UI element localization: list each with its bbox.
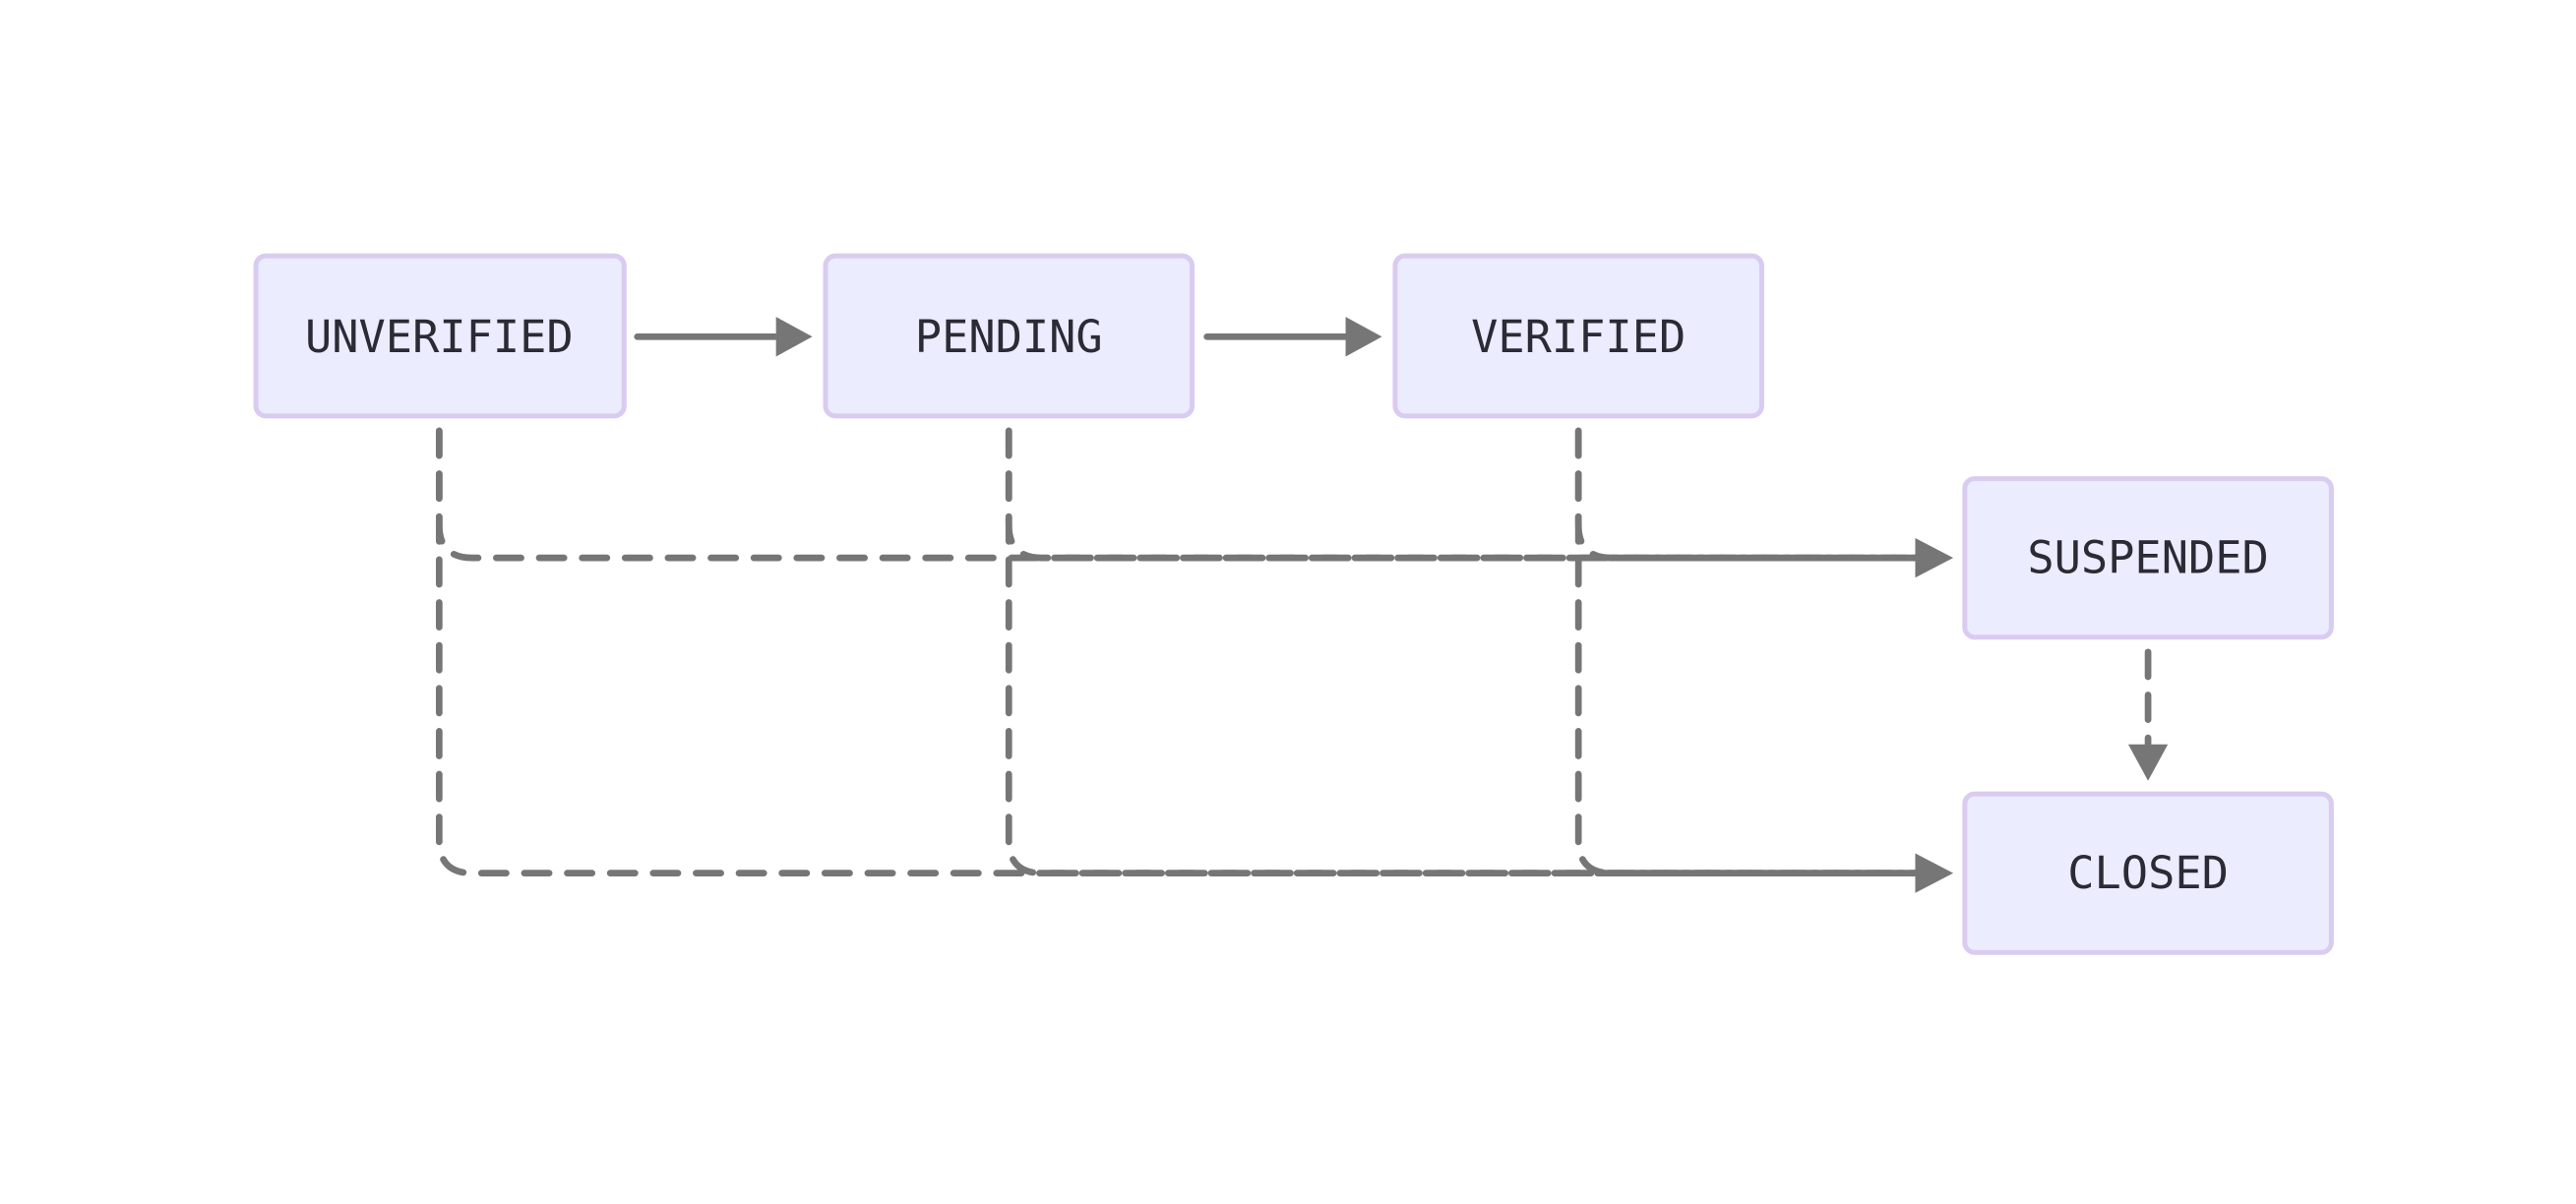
edge-pending-to-suspended [1005, 427, 1919, 562]
edge-suspended-to-closed [2127, 648, 2169, 781]
edge-pending-to-verified [1203, 317, 1382, 357]
state-label-unverified: UNVERIFIED [305, 311, 574, 363]
state-label-verified: VERIFIED [1471, 311, 1686, 363]
state-node-closed: CLOSED [1962, 791, 2334, 955]
state-node-suspended: SUSPENDED [1962, 476, 2334, 640]
edges [435, 317, 2169, 893]
edge-verified-to-suspended [1574, 427, 1919, 562]
edge-unverified-to-suspended [435, 427, 1919, 562]
nodes: UNVERIFIED PENDING VERIFIED SUSPENDED CL… [253, 253, 2334, 955]
arrowhead-into-suspended [1915, 538, 1954, 578]
state-node-pending: PENDING [823, 253, 1196, 419]
edge-unverified-to-pending [634, 317, 813, 357]
arrowhead-into-closed [1915, 853, 1954, 893]
state-node-verified: VERIFIED [1392, 253, 1764, 419]
state-label-suspended: SUSPENDED [2027, 532, 2268, 584]
edge-pending-to-closed [1005, 427, 1919, 877]
edge-unverified-to-closed [435, 427, 1919, 877]
state-label-pending: PENDING [915, 311, 1103, 363]
edge-verified-to-closed [1574, 427, 1919, 877]
state-label-closed: CLOSED [2067, 847, 2229, 899]
state-node-unverified: UNVERIFIED [253, 253, 627, 419]
